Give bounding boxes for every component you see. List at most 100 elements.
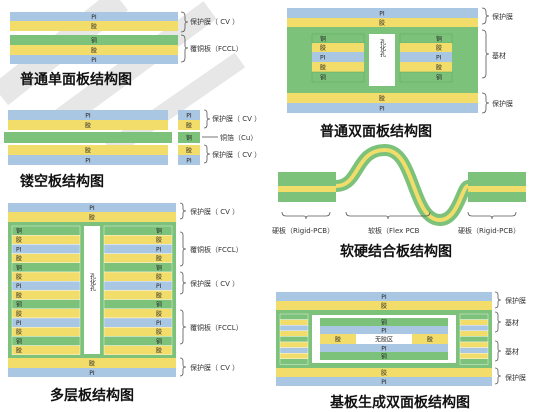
layer-copper-label: 铜 <box>16 264 22 272</box>
layer-pi-label: PI <box>16 283 22 290</box>
layer-glue-label: 胶 <box>427 336 433 344</box>
layer-glue <box>312 43 364 52</box>
layer-glue-label: 胶 <box>381 369 387 377</box>
layer-glue <box>287 93 478 103</box>
layer-glue <box>8 120 168 130</box>
layer-glue <box>8 358 176 368</box>
layer-pi-label: PI <box>85 113 91 120</box>
brace <box>481 7 490 25</box>
label-cover-top: 保护膜 <box>492 12 513 21</box>
layer-pi-label: PI <box>156 246 162 253</box>
layer-glue-label: 胶 <box>85 147 91 155</box>
layer-copper-label: 铜 <box>436 35 442 43</box>
layer-pi-label: PI <box>381 379 387 386</box>
layer-pi <box>312 52 364 62</box>
layer-glue <box>11 290 81 300</box>
layer-glue-label: 胶 <box>320 44 326 52</box>
panel-rigid-flex: 硬板（Rigid-PCB） 软板（Flex PCB 硬板（Rigid-PCB） … <box>272 143 526 260</box>
layer-glue <box>11 271 81 282</box>
brace <box>180 11 189 33</box>
layer-glue <box>276 301 492 310</box>
layer-pi <box>8 110 168 120</box>
layer-glue <box>10 45 178 55</box>
brace <box>179 357 187 377</box>
layer-glue-label: 胶 <box>156 347 162 355</box>
layer-glue <box>459 319 489 326</box>
layer-pi <box>279 347 309 354</box>
layer-copper <box>459 313 489 320</box>
layer-glue-label: 胶 <box>16 273 22 281</box>
legend-glue <box>178 120 200 130</box>
layer-pi-label: PI <box>156 283 162 290</box>
layer-glue-label: 胶 <box>379 95 385 103</box>
layer-glue <box>8 212 176 222</box>
layer-copper <box>459 336 489 343</box>
layer-glue <box>11 327 81 337</box>
no-glue-label: 无胶区 <box>375 336 393 344</box>
label-flex: 软板（Flex PCB <box>368 226 420 235</box>
brace <box>179 202 187 220</box>
layer-pi-label: PI <box>16 320 22 327</box>
label-cover-bottom: 保护膜（ CV ） <box>212 150 261 159</box>
layer-pi <box>279 325 309 332</box>
brace <box>179 231 187 267</box>
legend-pi-label: PI <box>186 158 192 165</box>
layer-glue-label: 胶 <box>156 310 162 318</box>
layer-copper <box>279 313 309 320</box>
layer-pi-label: PI <box>379 106 385 113</box>
layer-pi <box>103 244 173 254</box>
layer-glue <box>459 353 489 360</box>
brace <box>203 144 211 164</box>
label-cover-bottom: 保护膜（ CV ） <box>190 363 239 372</box>
legend-glue-label: 胶 <box>186 122 192 130</box>
layer-copper-label: 铜 <box>381 353 387 361</box>
layer-glue-label: 胶 <box>156 255 162 263</box>
layer-glue-label: 胶 <box>379 19 385 27</box>
inner-pi <box>320 326 448 334</box>
brace <box>179 271 187 295</box>
layer-glue <box>279 341 309 348</box>
layer-glue-label: 胶 <box>436 44 442 52</box>
layer-copper <box>11 262 81 273</box>
layer-glue <box>400 62 452 72</box>
layer-pi-label: PI <box>436 55 442 62</box>
layer-copper <box>399 71 453 83</box>
label-fccl-2: 覆铜板（FCCL） <box>190 323 243 332</box>
layer-copper-label: 铜 <box>436 74 442 82</box>
layer-glue <box>279 319 309 326</box>
label-rigid-right: 硬板（Rigid-PCB） <box>458 226 520 235</box>
layer-glue <box>312 62 364 72</box>
hole-label: 孔化孔 <box>89 272 96 292</box>
layer-pi-label: PI <box>381 328 387 335</box>
layer-pi <box>287 8 478 18</box>
layer-pi <box>11 317 81 328</box>
rigid-board-right-stripe <box>468 186 526 192</box>
layer-copper <box>279 336 309 343</box>
brace <box>179 309 187 345</box>
label-fccl: 覆铜板（FCCL） <box>190 44 243 53</box>
rigid-board-left-stripe <box>278 186 336 192</box>
layer-pi <box>400 52 452 62</box>
title-substrate-double: 基板生成双面板结构图 <box>330 394 470 411</box>
label-cover-bottom: 保护膜 <box>505 373 526 382</box>
hole-label: 孔化孔 <box>379 38 386 58</box>
inner-glue-right <box>412 334 448 344</box>
layer-glue <box>11 253 81 264</box>
layer-glue-label: 胶 <box>156 236 162 244</box>
layer-glue <box>279 330 309 337</box>
layer-pi-label: PI <box>16 246 22 253</box>
layer-pi <box>103 317 173 328</box>
inner-pi <box>320 344 448 352</box>
label-substrate: 基材 <box>492 51 506 60</box>
layer-glue-label: 胶 <box>16 255 22 263</box>
layer-copper <box>10 35 178 45</box>
no-glue-zone <box>356 334 412 344</box>
layer-pi-label: PI <box>91 57 97 64</box>
layer-glue-label: 胶 <box>89 214 95 222</box>
layer-glue <box>8 145 168 155</box>
layer-pi-label: PI <box>320 55 326 62</box>
layer-pi <box>8 155 168 165</box>
layer-glue <box>279 353 309 360</box>
